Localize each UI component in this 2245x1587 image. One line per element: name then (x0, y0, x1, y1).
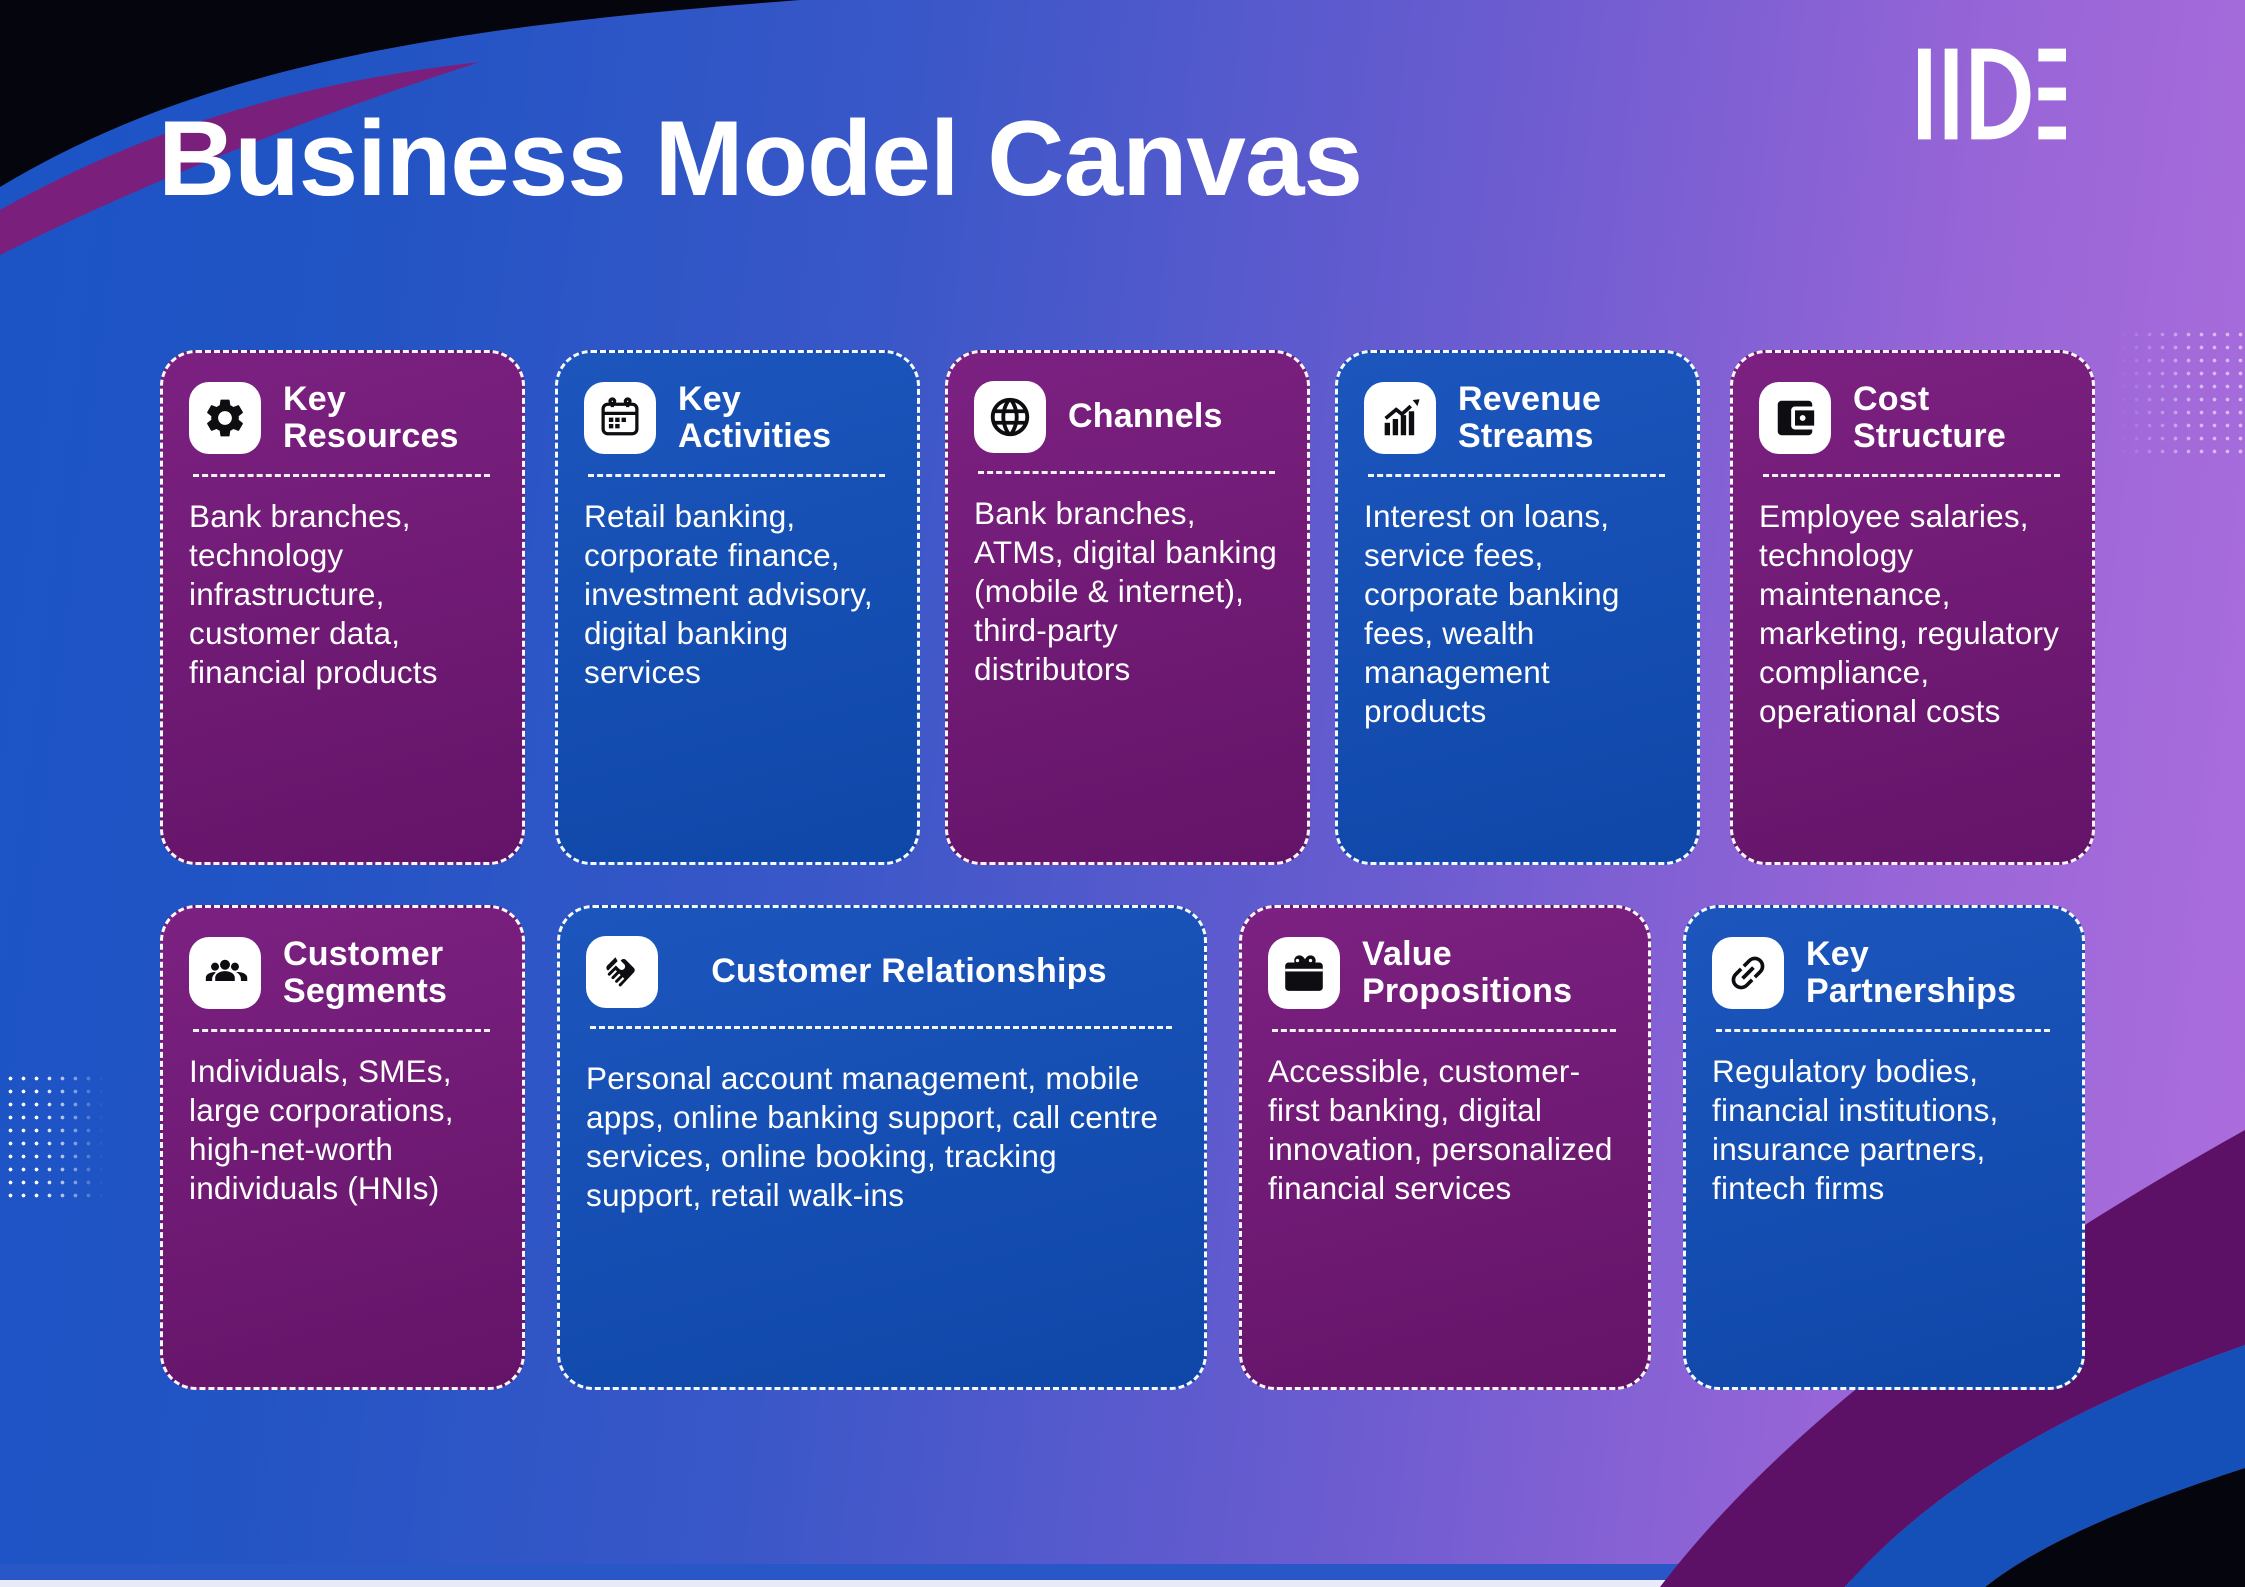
card-body: Employee salaries, technology maintenanc… (1759, 497, 2060, 730)
chain-link-icon (1712, 937, 1784, 1010)
card-title: Channels (1068, 397, 1223, 436)
card-cost-structure: Cost Structure Employee salaries, techno… (1730, 350, 2095, 865)
card-header: Channels (948, 353, 1307, 453)
card-header: Customer Relationships (560, 908, 1204, 1008)
card-body: Bank branches, ATMs, digital banking (mo… (974, 495, 1278, 688)
card-revenue-streams: Revenue Streams Interest on loans, servi… (1335, 350, 1700, 865)
card-title: Customer Segments (283, 935, 448, 1011)
dashed-separator (978, 471, 1275, 474)
dashed-separator (590, 1026, 1172, 1029)
gear-icon (189, 382, 261, 455)
card-title: Key Activities (678, 380, 832, 456)
card-header: Key Partnerships (1686, 908, 2082, 1011)
card-header: Customer Segments (163, 908, 522, 1011)
card-body: Individuals, SMEs, large corporations, h… (189, 1052, 454, 1206)
card-body: Accessible, customer-first banking, digi… (1268, 1052, 1613, 1206)
card-body: Interest on loans, service fees, corpora… (1364, 497, 1620, 730)
dashed-separator (588, 473, 885, 477)
card-title: Revenue Streams (1458, 380, 1602, 456)
iide-logo-icon (1918, 48, 2066, 140)
dashed-separator (1763, 473, 2060, 477)
bottom-blue-band (0, 1564, 1865, 1580)
card-title: Cost Structure (1853, 380, 2006, 456)
card-body: Regulatory bodies, financial institution… (1712, 1052, 1999, 1206)
card-header: Key Resources (163, 353, 522, 456)
card-customer-relationships: Customer Relationships Personal account … (557, 905, 1207, 1390)
people-icon (189, 937, 261, 1010)
card-title: Key Partnerships (1806, 935, 2017, 1011)
calendar-icon (584, 382, 656, 455)
growth-chart-icon (1364, 382, 1436, 455)
card-key-partnerships: Key Partnerships Regulatory bodies, fina… (1683, 905, 2085, 1390)
card-title: Key Resources (283, 380, 459, 456)
dashed-separator (1272, 1028, 1616, 1032)
gift-icon (1268, 937, 1340, 1010)
card-value-propositions: Value Propositions Accessible, customer-… (1239, 905, 1651, 1390)
handshake-icon (586, 936, 658, 1008)
card-header: Key Activities (558, 353, 917, 456)
card-header: Cost Structure (1733, 353, 2092, 456)
globe-icon (974, 381, 1046, 453)
page-title: Business Model Canvas (158, 98, 1363, 218)
dot-grid-pattern-left (4, 1072, 104, 1198)
dot-grid-pattern-right (2117, 328, 2245, 456)
bottom-light-strip (0, 1580, 2245, 1587)
dashed-separator (1368, 473, 1665, 477)
dashed-separator (1716, 1028, 2050, 1032)
card-header: Value Propositions (1242, 908, 1648, 1011)
wallet-icon (1759, 382, 1831, 455)
card-channels: Channels Bank branches, ATMs, digital ba… (945, 350, 1310, 865)
dashed-separator (193, 473, 490, 477)
card-key-activities: Key Activities Retail banking, corporate… (555, 350, 920, 865)
card-key-resources: Key Resources Bank branches, technology … (160, 350, 525, 865)
card-body: Retail banking, corporate finance, inves… (584, 497, 873, 690)
card-title: Value Propositions (1362, 935, 1573, 1011)
card-header: Revenue Streams (1338, 353, 1697, 456)
dashed-separator (193, 1028, 490, 1032)
card-customer-segments: Customer Segments Individuals, SMEs, lar… (160, 905, 525, 1390)
iide-logo: IIDE (1918, 48, 2066, 145)
card-body: Personal account management, mobile apps… (586, 1060, 1159, 1214)
card-body: Bank branches, technology infrastructure… (189, 497, 438, 690)
card-title: Customer Relationships (711, 952, 1107, 991)
